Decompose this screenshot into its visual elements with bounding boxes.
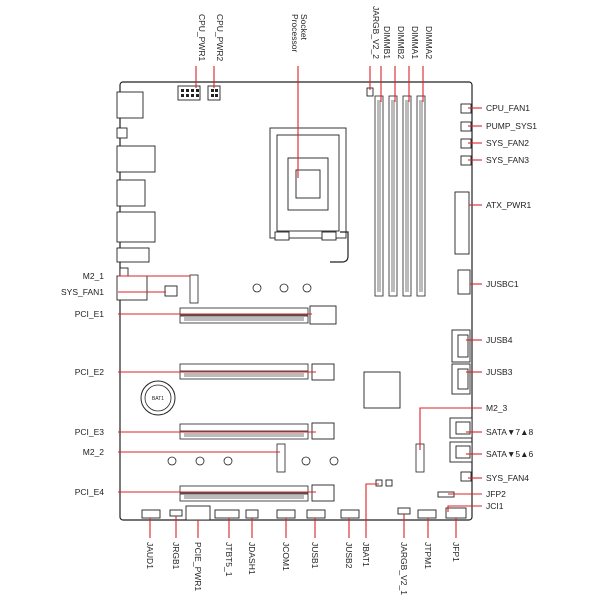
left-labels: M2_1 SYS_FAN1 PCI_E1 PCI_E2 PCI_E3 M2_2 … xyxy=(61,271,104,497)
bottom-labels: JAUD1 JRGB1 PCIE_PWR1 JTBT5_1 JDASH1 JCO… xyxy=(145,542,461,595)
label-jusb2: JUSB2 xyxy=(344,542,354,569)
pcie-slots xyxy=(179,305,337,502)
label-pci-e4: PCI_E4 xyxy=(75,487,105,497)
label-sys-fan4: SYS_FAN4 xyxy=(486,473,529,483)
label-jcom1: JCOM1 xyxy=(281,542,291,571)
label-jargb-v2-2: JARGB_V2_2 xyxy=(371,6,381,59)
label-dimma2: DIMMA2 xyxy=(424,26,434,59)
label-pci-e2: PCI_E2 xyxy=(75,367,105,377)
label-sata78: SATA▼7▲8 xyxy=(486,427,533,437)
label-sys-fan2: SYS_FAN2 xyxy=(486,138,529,148)
label-jbat1: JBAT1 xyxy=(361,542,371,567)
label-cpu-pwr1: CPU_PWR1 xyxy=(197,14,207,62)
label-jtbt5-1: JTBT5_1 xyxy=(224,542,234,577)
label-sata56: SATA▼5▲6 xyxy=(486,449,533,459)
label-dimma1: DIMMA1 xyxy=(410,26,420,59)
dimm-slots xyxy=(366,87,426,297)
label-socket: Socket xyxy=(299,14,309,41)
label-jdash1: JDASH1 xyxy=(247,542,257,575)
label-jfp2: JFP2 xyxy=(486,489,506,499)
right-labels: CPU_FAN1 PUMP_SYS1 SYS_FAN2 SYS_FAN3 ATX… xyxy=(486,103,537,511)
standoffs xyxy=(167,283,339,466)
label-jaud1: JAUD1 xyxy=(145,542,155,569)
battery: BAT1 xyxy=(140,380,176,416)
label-pci-e1: PCI_E1 xyxy=(75,309,105,319)
label-sys-fan3: SYS_FAN3 xyxy=(486,155,529,165)
label-processor: Processor xyxy=(290,14,300,52)
board-outline xyxy=(119,81,473,521)
label-jargb-v2-1: JARGB_V2_1 xyxy=(399,542,409,595)
label-jusbc1: JUSBC1 xyxy=(486,279,519,289)
sata-ports xyxy=(449,417,473,463)
label-jusb1: JUSB1 xyxy=(310,542,320,569)
label-jrgb1: JRGB1 xyxy=(171,542,181,570)
label-atx-pwr1: ATX_PWR1 xyxy=(486,200,531,210)
label-m2-2: M2_2 xyxy=(83,447,105,457)
battery-label: BAT1 xyxy=(152,396,164,402)
label-dimmb1: DIMMB1 xyxy=(382,26,392,59)
label-jci1: JCI1 xyxy=(486,501,504,511)
chipset xyxy=(363,371,401,409)
atx-power-connector xyxy=(454,191,470,255)
label-m2-3: M2_3 xyxy=(486,403,508,413)
label-cpu-fan1: CPU_FAN1 xyxy=(486,103,530,113)
top-labels: CPU_PWR1 CPU_PWR2 Processor Socket JARGB… xyxy=(197,6,434,62)
label-jfp1: JFP1 xyxy=(451,542,461,562)
label-pump-sys1: PUMP_SYS1 xyxy=(486,121,537,131)
m2-slots xyxy=(164,274,425,473)
processor-socket xyxy=(269,127,349,263)
label-dimmb2: DIMMB2 xyxy=(396,26,406,59)
label-jusb3: JUSB3 xyxy=(486,367,513,377)
usb-headers-right xyxy=(451,329,471,395)
label-sys-fan1: SYS_FAN1 xyxy=(61,287,104,297)
label-pci-e3: PCI_E3 xyxy=(75,427,105,437)
leader-lines xyxy=(118,66,482,538)
label-m2-1: M2_1 xyxy=(83,271,105,281)
usbc-header xyxy=(457,269,471,295)
cpu-pwr-connectors xyxy=(177,85,221,101)
rear-io xyxy=(116,91,156,301)
label-cpu-pwr2: CPU_PWR2 xyxy=(215,14,225,62)
label-jtpm1: JTPM1 xyxy=(423,542,433,569)
label-jusb4: JUSB4 xyxy=(486,335,513,345)
label-pcie-pwr1: PCIE_PWR1 xyxy=(193,542,203,591)
